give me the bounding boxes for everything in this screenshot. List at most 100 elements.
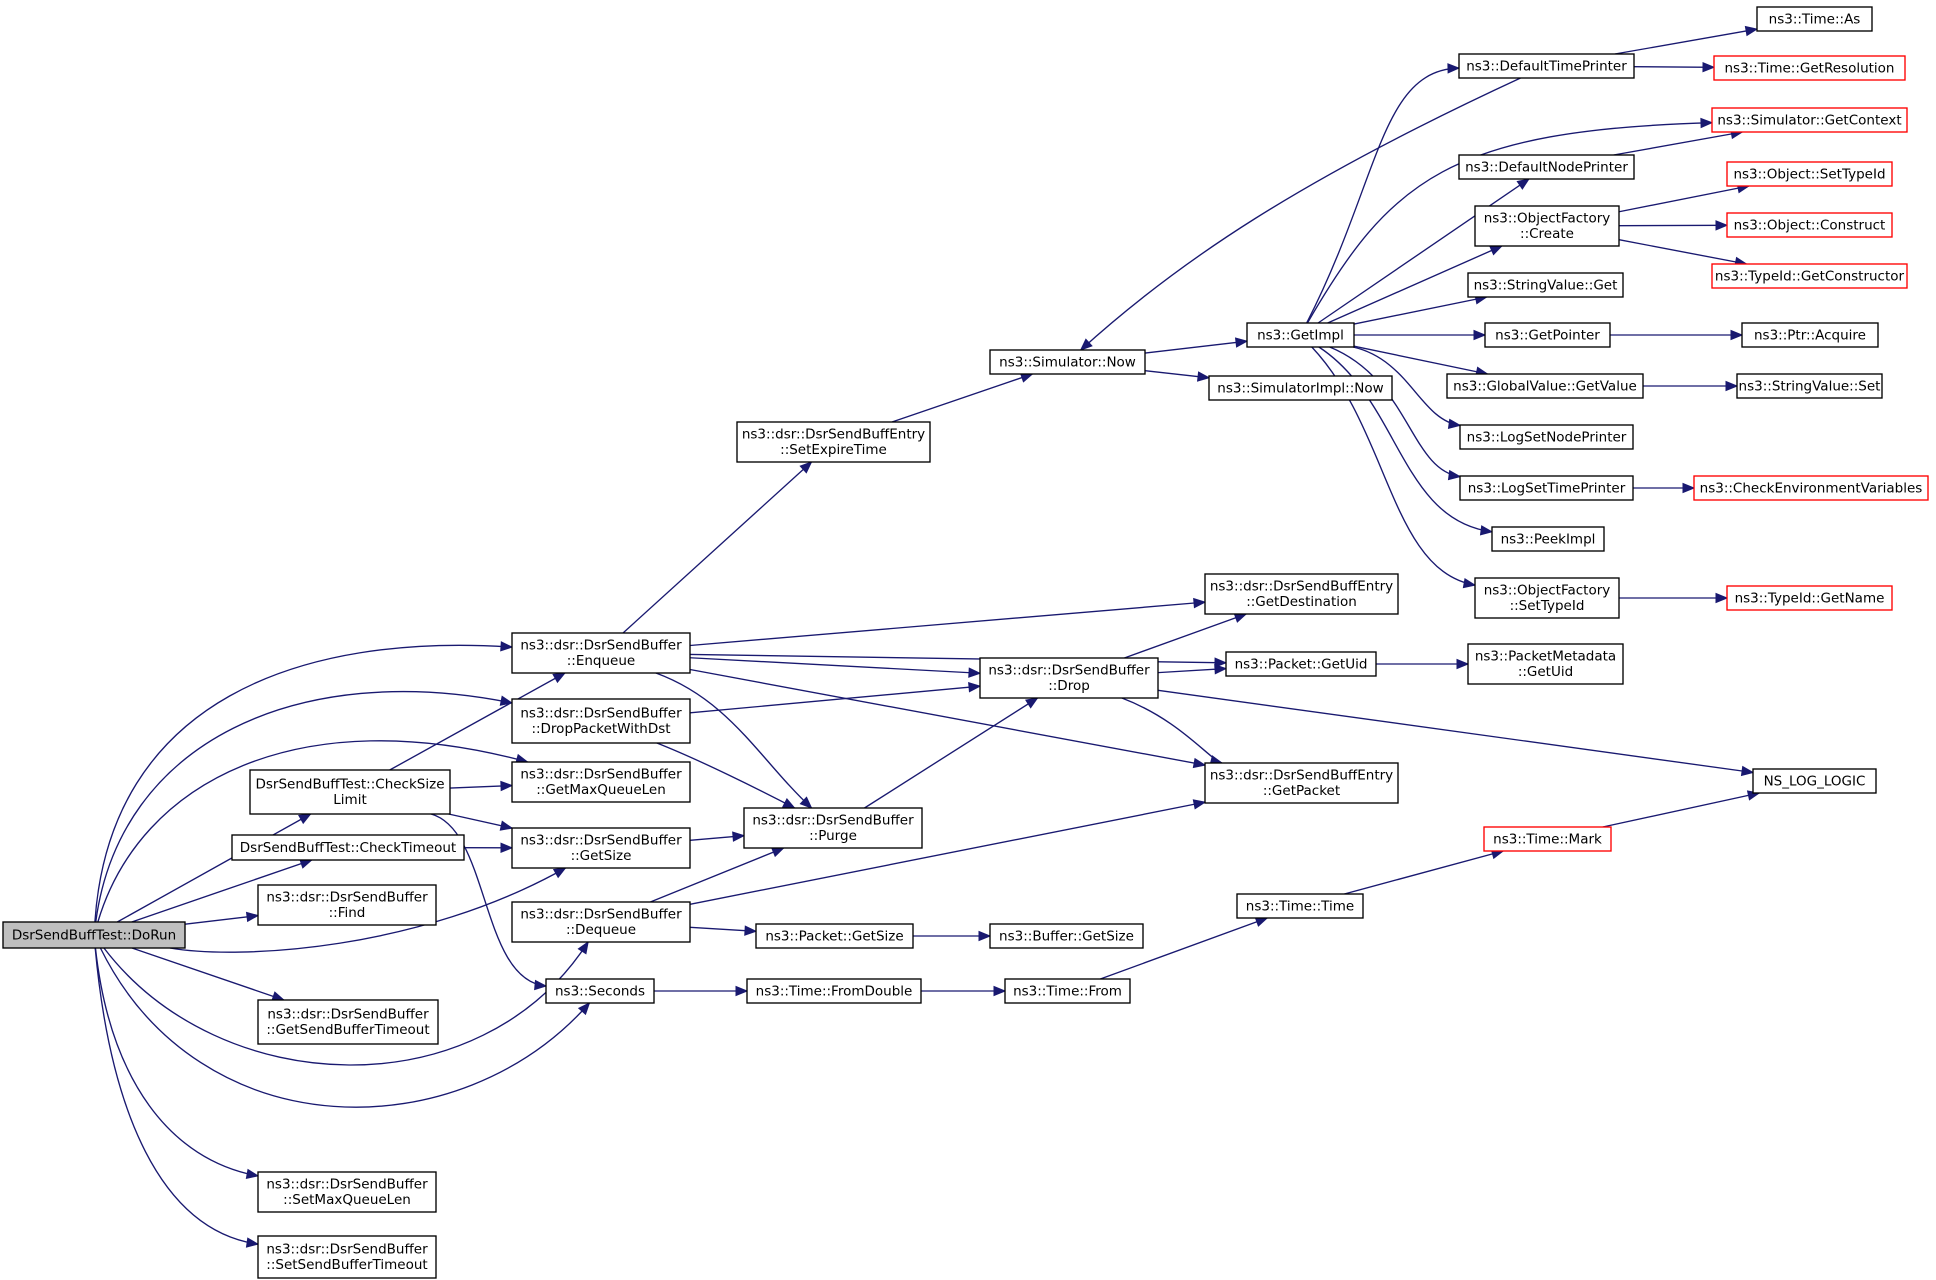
node-label: ns3::Ptr::Acquire [1754,327,1866,343]
node-label: Limit [333,792,366,808]
node-logsetnodeprinter[interactable]: ns3::LogSetNodePrinter [1459,424,1634,450]
edge-dorun-to-checksize [116,813,312,923]
node-enqueue[interactable]: ns3::dsr::DsrSendBuffer::Enqueue [511,632,691,674]
edge-objectfactorycreate-to-typeidgetconstructor [1618,239,1748,268]
node-buffergetsize[interactable]: ns3::Buffer::GetSize [989,923,1144,949]
node-objectconstruct[interactable]: ns3::Object::Construct [1726,212,1893,238]
node-drop[interactable]: ns3::dsr::DsrSendBuffer::Drop [979,657,1159,699]
node-timetime[interactable]: ns3::Time::Time [1236,893,1364,919]
node-checkenv[interactable]: ns3::CheckEnvironmentVariables [1693,475,1929,501]
node-timeas[interactable]: ns3::Time::As [1756,6,1873,32]
node-fromdouble[interactable]: ns3::Time::FromDouble [746,978,922,1004]
node-box [743,807,923,849]
node-getmaxqueuelen[interactable]: ns3::dsr::DsrSendBuffer::GetMaxQueueLen [511,761,691,803]
edge-arrowhead [1447,63,1461,74]
node-dorun[interactable]: DsrSendBuffTest::DoRun [2,921,186,949]
node-setsendbuffertimeout[interactable]: ns3::dsr::DsrSendBuffer::SetSendBufferTi… [257,1235,437,1279]
node-checktimeout[interactable]: DsrSendBuffTest::CheckTimeout [231,834,465,861]
node-box [989,349,1146,375]
node-stringvalueset[interactable]: ns3::StringValue::Set [1736,373,1883,399]
edge-arrowhead [1193,597,1207,609]
node-label: ::GetUid [1518,664,1573,680]
edge-line [689,685,981,714]
edge-arrowhead [1196,371,1211,382]
edge-seconds-to-fromdouble [654,985,749,997]
node-label: ns3::GlobalValue::GetValue [1453,378,1637,394]
node-label: ns3::Buffer::GetSize [999,928,1134,944]
edge-getimpl-to-defaulttimeprinter [1306,63,1461,324]
node-setmaxqueuelen[interactable]: ns3::dsr::DsrSendBuffer::SetMaxQueueLen [257,1171,437,1213]
node-box [1446,373,1644,399]
edge-objectfactorysettypeid-to-typeidgetname [1619,592,1729,604]
node-getpacket[interactable]: ns3::dsr::DsrSendBuffEntry::GetPacket [1204,762,1399,804]
node-box [511,827,691,869]
node-defaultnodeprinter[interactable]: ns3::DefaultNodePrinter [1458,154,1635,180]
edge-dequeue-to-getpacket [689,799,1207,906]
node-timemark[interactable]: ns3::Time::Mark [1483,826,1612,852]
edge-line [1352,346,1461,427]
node-defaulttimeprinter[interactable]: ns3::DefaultTimePrinter [1458,53,1635,79]
node-purge[interactable]: ns3::dsr::DsrSendBuffer::Purge [743,807,923,849]
edge-line [1318,346,1493,533]
node-objectfactorysettypeid[interactable]: ns3::ObjectFactory::SetTypeId [1474,577,1620,619]
node-packetgetuid[interactable]: ns3::Packet::GetUid [1225,651,1377,677]
edge-line [99,947,590,1108]
node-typeidgetconstructor[interactable]: ns3::TypeId::GetConstructor [1711,263,1908,289]
edge-line [1353,296,1487,325]
node-label: ns3::StringValue::Set [1739,378,1881,394]
node-simgetcontext[interactable]: ns3::Simulator::GetContext [1711,107,1908,133]
edge-line [1344,850,1504,895]
edge-line [1157,689,1754,774]
node-stringvalueget[interactable]: ns3::StringValue::Get [1467,272,1624,298]
edge-arrowhead [1730,329,1744,341]
node-packetmetadatagetuid[interactable]: ns3::PacketMetadata::GetUid [1467,643,1624,685]
edge-line [1144,340,1248,354]
node-getsendbuffertimeout[interactable]: ns3::dsr::DsrSendBuffer::GetSendBufferTi… [257,999,439,1045]
node-label: ns3::Object::SetTypeId [1733,166,1885,182]
node-box [1459,424,1634,450]
node-getdestination[interactable]: ns3::dsr::DsrSendBuffEntry::GetDestinati… [1204,573,1399,615]
edge-checksize-to-enqueue [389,672,567,771]
edge-simnow-to-simimplnow [1144,369,1211,382]
node-typeidgetname[interactable]: ns3::TypeId::GetName [1726,585,1893,611]
node-timegetresolution[interactable]: ns3::Time::GetResolution [1713,55,1906,81]
node-getimpl[interactable]: ns3::GetImpl [1246,322,1355,348]
node-find[interactable]: ns3::dsr::DsrSendBuffer::Find [257,884,437,926]
node-seconds[interactable]: ns3::Seconds [545,978,655,1004]
node-simimplnow[interactable]: ns3::SimulatorImpl::Now [1208,375,1393,401]
edge-arrowhead [732,831,746,842]
node-simnow[interactable]: ns3::Simulator::Now [989,349,1146,375]
node-globalvaluegetvalue[interactable]: ns3::GlobalValue::GetValue [1446,373,1644,399]
edge-objectfactorycreate-to-objectconstruct [1618,220,1729,231]
node-dequeue[interactable]: ns3::dsr::DsrSendBuffer::Dequeue [511,901,691,943]
node-box [755,923,914,949]
edge-logsettimeprinter-to-checkenv [1633,482,1696,494]
edge-globalvaluegetvalue-to-stringvalueset [1643,380,1739,392]
node-objectfactorycreate[interactable]: ns3::ObjectFactory::Create [1474,205,1620,247]
node-label: ::Purge [809,828,857,844]
edge-arrowhead [735,985,749,997]
node-getpointer[interactable]: ns3::GetPointer [1484,322,1611,348]
node-box [746,978,922,1004]
node-nsloglogic[interactable]: NS_LOG_LOGIC [1752,768,1877,794]
node-box [1711,107,1908,133]
node-box [1484,322,1611,348]
node-getsize[interactable]: ns3::dsr::DsrSendBuffer::GetSize [511,827,691,869]
node-label: ns3::Object::Construct [1734,217,1886,233]
node-ptracquire[interactable]: ns3::Ptr::Acquire [1741,322,1879,348]
node-box [1726,585,1893,611]
edge-getimpl-to-logsetnodeprinter [1352,346,1462,430]
node-droppacketwithdst[interactable]: ns3::dsr::DsrSendBuffer::DropPacketWithD… [511,698,691,744]
node-box [511,698,691,744]
node-timefrom[interactable]: ns3::Time::From [1004,978,1131,1004]
node-packetgetsize[interactable]: ns3::Packet::GetSize [755,923,914,949]
node-setexpiretime[interactable]: ns3::dsr::DsrSendBuffEntry::SetExpireTim… [736,421,931,463]
edge-arrowhead [1025,697,1039,709]
node-box [1459,475,1634,501]
node-objectsettypeid[interactable]: ns3::Object::SetTypeId [1726,161,1893,187]
node-logsettimeprinter[interactable]: ns3::LogSetTimePrinter [1459,475,1634,501]
node-box [511,901,691,943]
node-peekimpl[interactable]: ns3::PeekImpl [1491,526,1605,552]
node-box [1246,322,1355,348]
